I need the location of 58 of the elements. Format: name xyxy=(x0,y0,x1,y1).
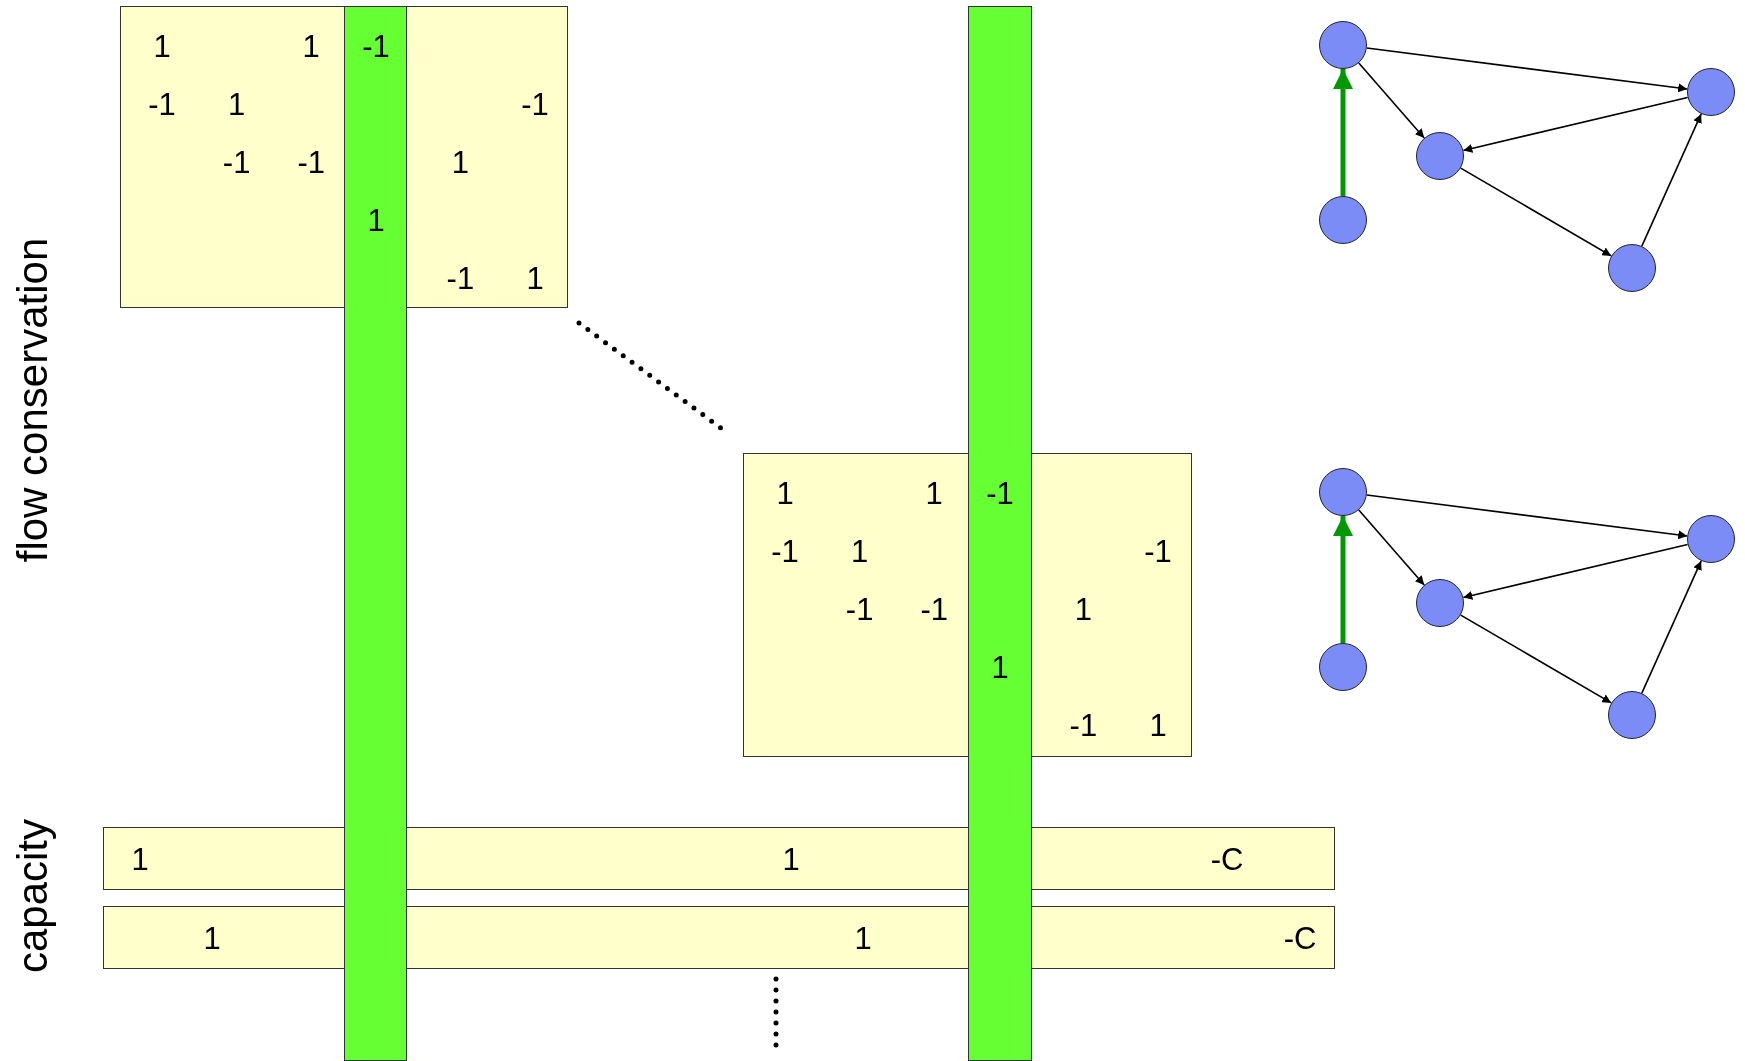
arrow xyxy=(1641,560,1702,694)
arrow xyxy=(1459,167,1613,257)
matrix-entry: -1 xyxy=(222,146,251,178)
graph-node xyxy=(1687,68,1735,116)
graph-node xyxy=(1319,21,1367,69)
matrix-entry: -1 xyxy=(845,593,874,625)
matrix-entry: 1 xyxy=(153,30,171,62)
graph-node xyxy=(1416,132,1464,180)
matrix-entry: -1 xyxy=(1069,709,1098,741)
matrix-entry: -1 xyxy=(297,146,325,178)
matrix-entry: 1 xyxy=(1074,593,1092,625)
arrow xyxy=(1358,62,1425,139)
matrix-entry: -1 xyxy=(920,593,948,625)
arrow xyxy=(1641,113,1702,247)
matrix-entry: 1 xyxy=(782,843,800,875)
graph-node xyxy=(1319,196,1367,244)
column-bar xyxy=(344,6,407,1061)
arrow xyxy=(1358,509,1425,586)
graph-node xyxy=(1608,244,1656,292)
matrix-entry: -1 xyxy=(362,30,390,62)
matrix-entry: -1 xyxy=(446,262,475,294)
matrix-entry: 1 xyxy=(203,922,221,954)
matrix-entry: -C xyxy=(1283,922,1317,954)
matrix-row xyxy=(103,906,1335,969)
matrix-entry: 1 xyxy=(367,204,385,236)
graph-node xyxy=(1319,468,1367,516)
matrix-entry: 1 xyxy=(925,477,943,509)
arrow xyxy=(1459,614,1613,704)
matrix-entry: -1 xyxy=(771,535,799,567)
arrow xyxy=(1462,96,1689,153)
arrow xyxy=(1366,494,1688,540)
matrix-entry: 1 xyxy=(776,477,794,509)
arrow xyxy=(1333,516,1353,643)
column-bar xyxy=(968,6,1032,1061)
graph-node xyxy=(1319,643,1367,691)
matrix-entry: 1 xyxy=(1149,709,1167,741)
axis-label: flow conservation xyxy=(12,237,54,563)
graph-node xyxy=(1687,515,1735,563)
arrow xyxy=(1366,47,1688,93)
matrix-entry: 1 xyxy=(991,651,1009,683)
matrix-entry: -1 xyxy=(1144,535,1172,567)
matrix-entry: 1 xyxy=(850,535,869,567)
matrix-entry: 1 xyxy=(526,262,544,294)
matrix-entry: 1 xyxy=(451,146,469,178)
matrix-entry: 1 xyxy=(854,922,872,954)
matrix-entry: 1 xyxy=(131,843,149,875)
matrix-entry: -1 xyxy=(148,88,176,120)
matrix-row xyxy=(103,827,1335,890)
matrix-entry: -1 xyxy=(986,477,1014,509)
axis-label: capacity xyxy=(12,818,54,974)
graph-node xyxy=(1416,579,1464,627)
matrix-entry: -C xyxy=(1210,843,1244,875)
graph-node xyxy=(1608,691,1656,739)
matrix-entry: 1 xyxy=(227,88,246,120)
arrow xyxy=(1333,69,1353,196)
arrow xyxy=(1462,543,1689,600)
matrix-entry: 1 xyxy=(302,30,320,62)
matrix-entry: -1 xyxy=(521,88,549,120)
